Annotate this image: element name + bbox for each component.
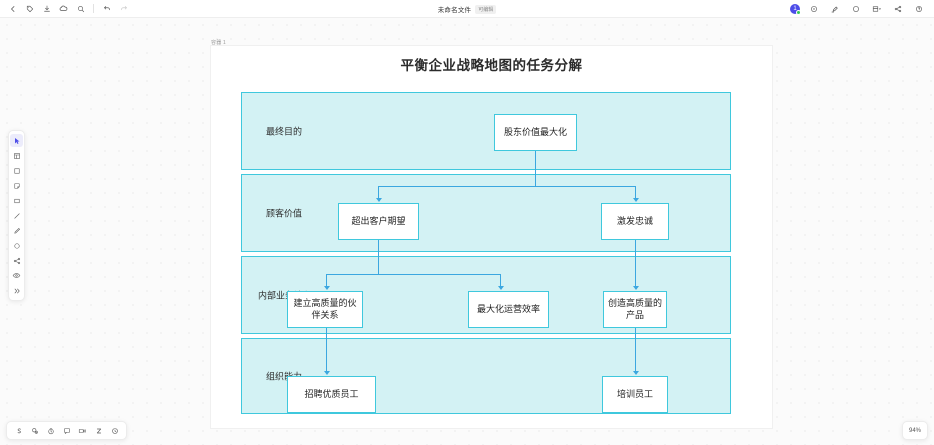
document-status-badge: 可编辑 — [475, 4, 497, 14]
pen-tool[interactable] — [10, 224, 23, 237]
chat-icon[interactable] — [60, 424, 73, 437]
node-build-partnerships[interactable]: 建立高质量的伙伴关系 — [287, 291, 363, 328]
eraser-tool[interactable] — [10, 269, 23, 282]
arrowhead — [375, 198, 382, 202]
connector-segment — [326, 328, 328, 373]
page-label[interactable]: 容器 1 — [211, 40, 226, 46]
frame-tool[interactable] — [10, 149, 23, 162]
back-icon[interactable] — [5, 1, 20, 16]
redo-icon[interactable] — [116, 1, 131, 16]
canvas-area[interactable]: 容器 1 平衡企业战略地图的任务分解 最终目的 股东价值最大化 顾客价值 — [0, 18, 934, 445]
arrowhead — [497, 286, 504, 290]
connector-segment — [500, 274, 502, 288]
arrowhead — [632, 371, 639, 375]
connector-segment — [378, 240, 380, 275]
node-train-employees[interactable]: 培训员工 — [602, 376, 668, 413]
zoom-tool-icon[interactable] — [92, 424, 105, 437]
share-icon[interactable] — [890, 2, 905, 17]
top-toolbar-left-group — [0, 1, 131, 16]
timer-icon[interactable] — [44, 424, 57, 437]
node-inspire-loyalty[interactable]: 激发忠诚 — [601, 203, 669, 240]
settings-icon[interactable] — [108, 424, 121, 437]
history-icon[interactable] — [806, 2, 821, 17]
line-tool[interactable] — [10, 209, 23, 222]
connector-segment — [635, 328, 637, 373]
layout-icon[interactable] — [869, 2, 884, 17]
document-title[interactable]: 未命名文件 — [437, 7, 472, 14]
bottom-toolbar — [6, 421, 127, 440]
connector-segment — [326, 274, 501, 276]
band-label: 内部业务流程 — [258, 290, 313, 301]
layers-icon[interactable] — [28, 424, 41, 437]
top-toolbar: 未命名文件 可编辑 1 — [0, 0, 934, 18]
connector-segment — [326, 274, 328, 288]
more-tools[interactable] — [10, 284, 23, 297]
node-quality-products[interactable]: 创造高质量的产品 — [603, 291, 667, 328]
page-sheet[interactable]: 平衡企业战略地图的任务分解 最终目的 股东价值最大化 顾客价值 超出客户 — [211, 46, 772, 428]
ellipse-tool[interactable] — [10, 239, 23, 252]
search-icon[interactable] — [73, 1, 88, 16]
tag-icon[interactable] — [22, 1, 37, 16]
connector-segment — [378, 186, 380, 200]
band-ultimate-goal[interactable]: 最终目的 — [241, 92, 731, 170]
connector-tool[interactable] — [10, 254, 23, 267]
band-label: 顾客价值 — [266, 208, 303, 219]
top-toolbar-right-group: 1 — [790, 0, 926, 18]
page-title: 平衡企业战略地图的任务分解 — [400, 58, 583, 73]
cloud-icon[interactable] — [56, 1, 71, 16]
avatar[interactable]: 1 — [790, 4, 801, 15]
rectangle-tool[interactable] — [10, 194, 23, 207]
shape-tool[interactable] — [10, 164, 23, 177]
band-label: 最终目的 — [266, 126, 303, 137]
help-icon[interactable] — [911, 2, 926, 17]
presentation-icon[interactable] — [848, 2, 863, 17]
node-exceed-expectations[interactable]: 超出客户期望 — [338, 203, 419, 240]
document-title-group: 未命名文件 可编辑 — [0, 0, 934, 18]
connector-segment — [635, 186, 637, 200]
undo-icon[interactable] — [99, 1, 114, 16]
comment-icon[interactable] — [827, 2, 842, 17]
node-recruit-talent[interactable]: 招聘优质员工 — [287, 376, 376, 413]
arrowhead — [632, 198, 639, 202]
connector-segment — [378, 186, 636, 188]
sticky-note-tool[interactable] — [10, 179, 23, 192]
cursor-tool[interactable] — [10, 134, 23, 147]
video-icon[interactable] — [76, 424, 89, 437]
download-icon[interactable] — [39, 1, 54, 16]
arrowhead — [632, 286, 639, 290]
connector-segment — [535, 151, 537, 187]
node-shareholder-value[interactable]: 股东价值最大化 — [494, 114, 577, 151]
band-label: 组织能力 — [266, 371, 303, 382]
arrowhead — [323, 286, 330, 290]
arrowhead — [323, 371, 330, 375]
zoom-level-indicator[interactable]: 94% — [902, 421, 928, 440]
connector-segment — [635, 240, 637, 288]
toolbar-divider — [93, 4, 94, 13]
node-maximize-efficiency[interactable]: 最大化运营效率 — [468, 291, 549, 328]
strategy-map-diagram: 最终目的 股东价值最大化 顾客价值 超出客户期望 激发忠诚 — [241, 92, 731, 414]
smart-tool-icon[interactable] — [12, 424, 25, 437]
tool-rail — [8, 130, 25, 301]
